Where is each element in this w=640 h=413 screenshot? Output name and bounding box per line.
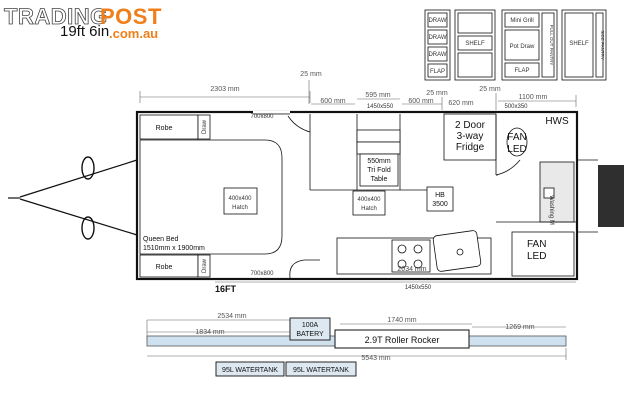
caravan-outer-wall [135, 110, 579, 281]
table-label: Table [371, 176, 388, 183]
washing-label: Washing M [548, 195, 554, 225]
fridge-type: 3-way [457, 131, 484, 142]
cabinet-elevation-3: Mini Grill Pot Draw FLAP PULL OUT PANTRY [501, 9, 558, 81]
hatch-bed-label: Hatch [232, 205, 248, 211]
chassis-diagram: 2534 mm 1834 mm 1740 mm 1269 mm 100A BAT… [146, 313, 567, 377]
fridge [443, 113, 497, 161]
cab1-draw-3: DRAW [428, 52, 446, 58]
fridge-doors: 2 Door [455, 120, 486, 131]
cab1-flap: FLAP [430, 69, 445, 75]
watermark-part2: POST [100, 4, 162, 29]
dim-595: 595 mm [365, 92, 390, 99]
hws-label: HWS [545, 116, 569, 127]
robe-top: Robe [156, 125, 173, 132]
watermark-logo: TRADING POST .com.au [4, 4, 162, 41]
roller-rocker-label: 2.9T Roller Rocker [365, 335, 440, 345]
robe-bottom: Robe [156, 264, 173, 271]
watermark-part1: TRADING [4, 4, 108, 29]
dim-25-a: 25 mm [300, 71, 322, 78]
dim-620: 620 mm [448, 100, 473, 107]
cab1-draw-1: DRAW [428, 18, 446, 24]
top-dimensions: 2303 mm 25 mm 600 mm 595 mm 600 mm 25 mm… [139, 71, 577, 110]
spare-wheel [598, 165, 624, 227]
battery-label: BATERY [296, 331, 324, 338]
battery-capacity: 100A [302, 322, 319, 329]
battery-box [289, 317, 331, 341]
bed-size: 1510mm x 1900mm [143, 245, 205, 252]
cabinet-elevation-1: DRAW DRAW DRAW FLAP [424, 9, 451, 81]
hatch-mid-size: 400x400 [357, 197, 381, 203]
hot-water-box [426, 186, 454, 212]
dim-2534: 2534 mm [217, 313, 246, 320]
dim-1269: 1269 mm [505, 324, 534, 331]
fridge-label: Fridge [456, 142, 485, 153]
toilet [506, 127, 528, 157]
hatch-mid-label: Hatch [361, 206, 377, 212]
cab4-shelf: SHELF [569, 41, 589, 47]
cabinet-elevation-4: SHELF SIDE PANTRY [561, 9, 607, 81]
queen-bed [139, 139, 283, 255]
dim-600-b: 600 mm [408, 98, 433, 105]
bed-label: Queen Bed [143, 236, 179, 243]
water-tank-1 [215, 361, 285, 377]
window-bottom-mid: 1450x550 [405, 285, 432, 291]
mid-hatch [352, 190, 386, 216]
watermark-domain: .com.au [109, 26, 158, 41]
fan-bottom-box [511, 231, 575, 277]
cab3-mini-grill: Mini Grill [510, 18, 533, 24]
dim-2034: 2034 mm [397, 266, 426, 273]
length-tag: 16FT [215, 284, 237, 294]
water-tank-1-label: 95L WATERTANK [222, 367, 278, 374]
dim-5543: 5543 mm [361, 355, 390, 362]
window-bottom-left: 700x800 [250, 271, 274, 277]
dim-1740: 1740 mm [387, 317, 416, 324]
draw-bottom: Draw [202, 258, 208, 273]
table-type: Tri Fold [367, 167, 391, 174]
bed-hatch [223, 187, 258, 215]
cab3-pull-out-pantry: PULL OUT PANTRY [549, 25, 554, 66]
dim-2303: 2303 mm [210, 86, 239, 93]
dim-1834: 1834 mm [195, 329, 224, 336]
draw-top: Draw [202, 119, 208, 134]
jockey-wheel-bottom [81, 216, 95, 240]
model-title: 19ft 6in [60, 23, 109, 40]
fan-top-led: LED [507, 144, 526, 155]
dim-25-b: 25 mm [426, 90, 448, 97]
cooktop [391, 239, 431, 273]
fan-bottom-led: LED [527, 251, 546, 262]
jockey-wheel-top [81, 156, 95, 180]
window-top-right: 500x350 [504, 104, 528, 110]
cab3-flap: FLAP [514, 68, 529, 74]
hatch-bed-size: 400x400 [228, 196, 252, 202]
dim-600-a: 600 mm [320, 98, 345, 105]
roller-rocker-box [334, 329, 470, 349]
hb-value: 3500 [432, 201, 448, 208]
table-size: 550mm [367, 158, 391, 165]
water-tank-2 [285, 361, 357, 377]
dim-1100: 1100 mm [519, 94, 548, 101]
cab3-pot-draw: Pot Draw [510, 44, 535, 50]
cab4-side-pantry: SIDE PANTRY [600, 30, 605, 60]
cab1-draw-2: DRAW [428, 35, 446, 41]
window-top-left: 700x800 [250, 114, 274, 120]
hb-label: HB [435, 192, 445, 199]
window-top-mid: 1450x550 [367, 104, 394, 110]
tri-fold-table [359, 153, 399, 187]
cabinet-elevation-2: SHELF [454, 9, 496, 81]
cab2-shelf: SHELF [465, 41, 485, 47]
drawbar [8, 156, 138, 240]
fan-top-label: FAN [507, 132, 526, 143]
fan-bottom-label: FAN [527, 239, 546, 250]
water-tank-2-label: 95L WATERTANK [293, 367, 349, 374]
dim-25-c: 25 mm [479, 86, 501, 93]
